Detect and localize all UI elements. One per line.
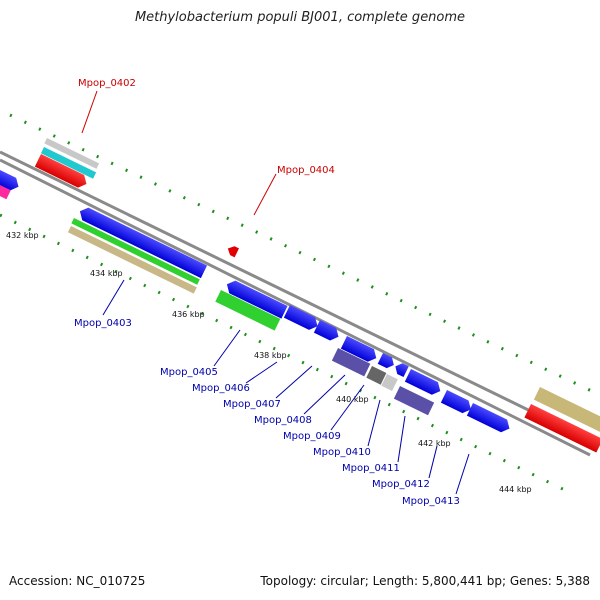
gene-label-mpop-0404[interactable]: Mpop_0404 (277, 165, 335, 176)
gene-feature (226, 280, 288, 319)
gene-feature (366, 366, 387, 385)
gene-label-mpop-0402[interactable]: Mpop_0402 (78, 78, 136, 89)
gene-label-mpop-0406[interactable]: Mpop_0406 (192, 383, 250, 394)
gene-label-mpop-0413[interactable]: Mpop_0413 (402, 496, 460, 507)
kbp-label: 440 kbp (336, 395, 369, 404)
topology-text: Topology: circular; Length: 5,800,441 bp… (260, 574, 590, 588)
gene-label-mpop-0405[interactable]: Mpop_0405 (160, 367, 218, 378)
kbp-label: 438 kbp (254, 351, 287, 360)
gene-labels: Mpop_0402 Mpop_0404 Mpop_0403 Mpop_0405 … (74, 78, 460, 507)
gene-feature (404, 369, 441, 395)
gene-label-mpop-0407[interactable]: Mpop_0407 (223, 399, 281, 410)
gene-feature (395, 363, 409, 378)
gene-feature (215, 290, 281, 331)
gene-feature (440, 390, 471, 414)
gene-feature (393, 386, 435, 416)
gene-feature (71, 218, 200, 285)
leader-lines (81, 90, 470, 495)
upper-tick-row (9, 113, 600, 397)
kbp-label: 444 kbp (499, 485, 532, 494)
kbp-label: 442 kbp (418, 439, 451, 448)
gene-label-mpop-0403[interactable]: Mpop_0403 (74, 318, 132, 329)
lower-tick-row (0, 213, 576, 497)
gene-label-mpop-0409[interactable]: Mpop_0409 (283, 431, 341, 442)
gene-feature (79, 207, 208, 279)
gene-label-mpop-0410[interactable]: Mpop_0410 (313, 447, 371, 458)
gene-feature (283, 305, 318, 330)
gene-feature (34, 154, 87, 188)
gene-features (0, 138, 600, 453)
diagram-title: Methylobacterium populi BJ001, complete … (134, 10, 466, 25)
accession-text: Accession: NC_010725 (9, 574, 146, 588)
gene-feature (0, 185, 11, 200)
gene-feature (227, 246, 239, 258)
gene-feature (524, 404, 600, 453)
kbp-label: 436 kbp (172, 310, 205, 319)
genome-backbone (0, 150, 600, 457)
kbp-labels: 432 kbp 434 kbp 436 kbp 438 kbp 440 kbp … (6, 231, 532, 494)
kbp-label: 434 kbp (90, 269, 123, 278)
gene-feature (377, 353, 394, 369)
kbp-label: 432 kbp (6, 231, 39, 240)
gene-feature (67, 226, 197, 294)
gene-feature (313, 320, 339, 341)
gene-feature (340, 336, 377, 362)
gene-feature (44, 138, 100, 169)
gene-feature (381, 374, 398, 391)
gene-feature (533, 387, 600, 435)
gene-label-mpop-0412[interactable]: Mpop_0412 (372, 479, 430, 490)
gene-label-mpop-0408[interactable]: Mpop_0408 (254, 415, 312, 426)
gene-feature (40, 147, 97, 179)
gene-label-mpop-0411[interactable]: Mpop_0411 (342, 463, 400, 474)
gene-feature (466, 403, 510, 433)
gene-feature (331, 348, 371, 377)
